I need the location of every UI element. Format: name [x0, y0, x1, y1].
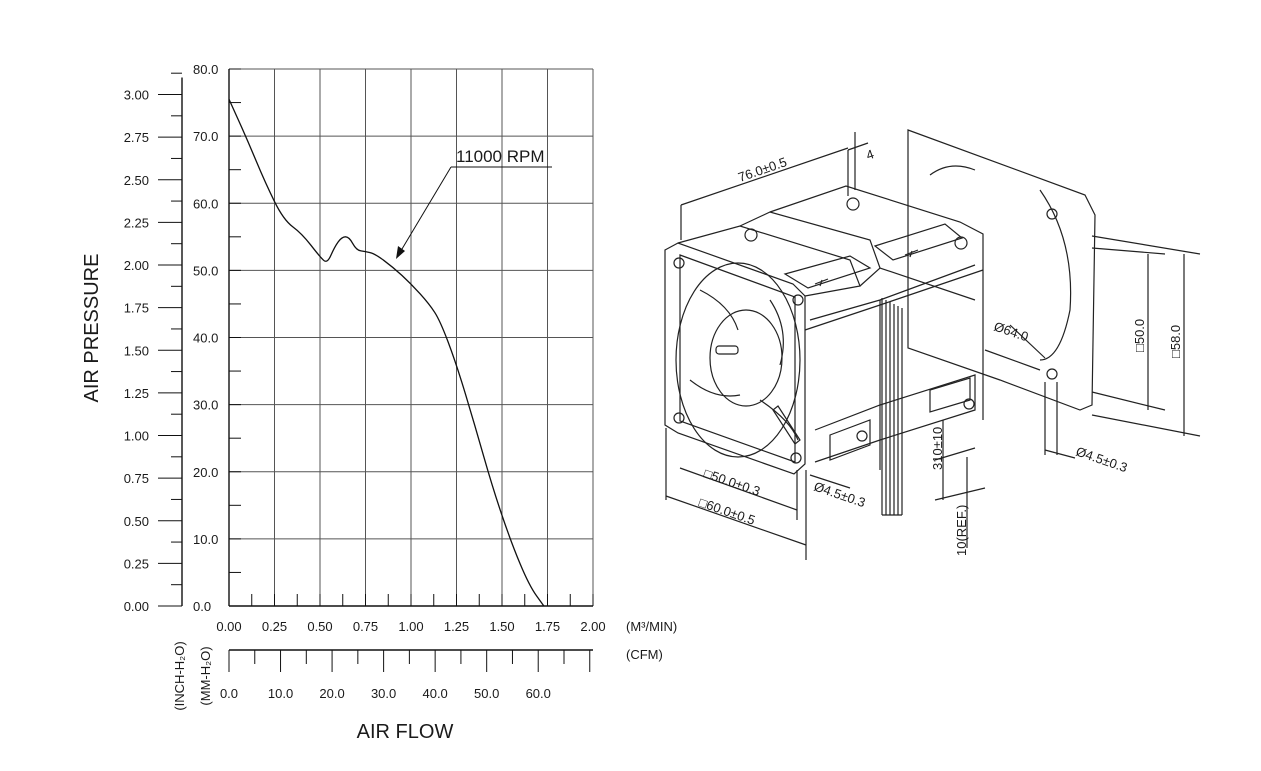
dim-opening: Ø64.0 — [992, 319, 1030, 345]
y-tick-label-inch: 2.25 — [124, 215, 149, 230]
y-tick-label-mm: 40.0 — [193, 331, 218, 346]
y-tick-label-mm: 60.0 — [193, 196, 218, 211]
y-tick-label-inch: 0.00 — [124, 599, 149, 614]
x-tick-label-cfm: 30.0 — [371, 686, 396, 701]
x-tick-label-cfm: 10.0 — [268, 686, 293, 701]
x-tick-label-cfm: 50.0 — [474, 686, 499, 701]
x-tick-label-cfm: 20.0 — [319, 686, 344, 701]
y-tick-label-mm: 50.0 — [193, 263, 218, 278]
x-tick-label-cfm: 40.0 — [422, 686, 447, 701]
x-tick-label-m3min: 1.25 — [444, 619, 469, 634]
y-tick-label-inch: 1.75 — [124, 301, 149, 316]
y-axis-title: AIR PRESSURE — [81, 254, 103, 403]
x-tick-label-m3min: 0.25 — [262, 619, 287, 634]
rpm-annotation: 11000 RPM — [396, 147, 552, 259]
y-unit-primary: (INCH-H₂O) — [172, 641, 187, 710]
plot-series — [228, 98, 545, 607]
x-tick-label-m3min: 1.00 — [398, 619, 423, 634]
y-tick-label-inch: 1.00 — [124, 429, 149, 444]
x-tick-label-cfm: 0.0 — [220, 686, 238, 701]
dimension-labels: 76.0±0.5 4 □50.0±0.3 □60.0±0.5 Ø4.5±0.3 … — [697, 146, 1183, 556]
dim-hole-pitch-rear: □50.0 — [1132, 319, 1147, 352]
y-tick-label-mm: 80.0 — [193, 62, 218, 77]
y-tick-label-inch: 0.50 — [124, 514, 149, 529]
dim-frame-front: □60.0±0.5 — [697, 495, 757, 528]
y-tick-label-inch: 2.75 — [124, 130, 149, 145]
dim-cable-ref: 10(REF.) — [954, 505, 969, 556]
y-tick-label-inch: 2.50 — [124, 173, 149, 188]
plot-grid — [228, 68, 594, 607]
y-tick-label-inch: 1.25 — [124, 386, 149, 401]
y-tick-label-inch: 0.75 — [124, 471, 149, 486]
x-tick-label-m3min: 1.50 — [489, 619, 514, 634]
x-axis-title: AIR FLOW — [357, 721, 454, 743]
y-unit-secondary: (MM-H₂O) — [198, 646, 213, 705]
dim-length: 76.0±0.5 — [736, 154, 789, 185]
dim-cable: 310±10 — [930, 427, 945, 470]
dim-hole-pitch-front: □50.0±0.3 — [702, 466, 762, 499]
x-tick-label-cfm: 60.0 — [526, 686, 551, 701]
x-tick-label-m3min: 0.75 — [353, 619, 378, 634]
x-tick-label-m3min: 1.75 — [535, 619, 560, 634]
x-tick-label-m3min: 0.00 — [216, 619, 241, 634]
series-line — [228, 98, 545, 607]
y-tick-label-mm: 10.0 — [193, 532, 218, 547]
y-tick-label-mm: 30.0 — [193, 398, 218, 413]
y-tick-label-inch: 2.00 — [124, 258, 149, 273]
y-tick-label-mm: 70.0 — [193, 129, 218, 144]
plot-axes: 0.0 10.0 20.0 30.0 40.0 50.0 60.0 70.0 80.0 0.00 0… — [124, 62, 606, 701]
dim-hole-rear: Ø4.5±0.3 — [1074, 444, 1129, 476]
y-tick-label-inch: 3.00 — [124, 88, 149, 103]
rpm-annotation-label: 11000 RPM — [456, 147, 545, 166]
y-tick-label-mm: 20.0 — [193, 465, 218, 480]
y-tick-label-mm: 0.0 — [193, 599, 211, 614]
dim-frame-rear: □58.0 — [1168, 325, 1183, 358]
y-tick-label-inch: 0.25 — [124, 556, 149, 571]
fan-drawing — [664, 129, 1201, 560]
x-tick-label-m3min: 2.00 — [580, 619, 605, 634]
x-unit-secondary: (CFM) — [626, 647, 663, 662]
x-tick-label-m3min: 0.50 — [307, 619, 332, 634]
x-unit-primary: (M³/MIN) — [626, 619, 677, 634]
dim-guard: 4 — [864, 146, 876, 163]
y-tick-label-inch: 1.50 — [124, 343, 149, 358]
dim-hole-front: Ø4.5±0.3 — [812, 479, 867, 511]
